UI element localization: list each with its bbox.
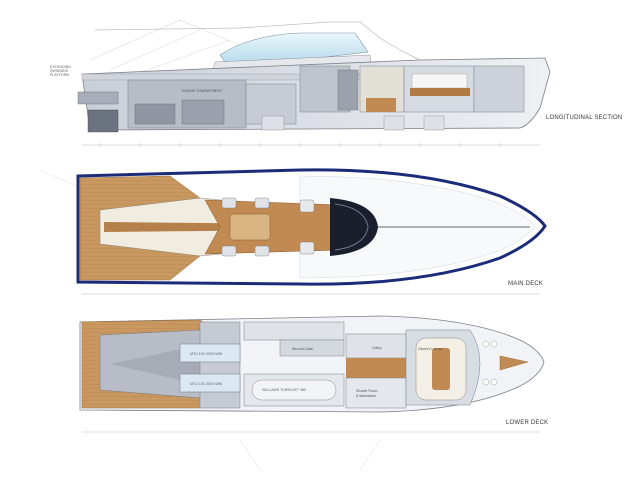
shower-sub-label: & Washbasin <box>356 394 376 398</box>
second-cabin <box>279 339 345 357</box>
helm-seat-1 <box>221 197 237 209</box>
section-stair <box>337 69 359 111</box>
helm-seat-2 <box>254 197 270 209</box>
fwd-seat-1 <box>482 340 490 348</box>
tank-2 <box>383 115 405 131</box>
owner-lounge-label: Owner's Lounge <box>418 347 443 351</box>
tender-boat <box>251 379 337 401</box>
windscreen-highlight <box>334 203 369 251</box>
lower-ghost-lines <box>239 439 381 471</box>
fwd-seat-3 <box>482 378 490 386</box>
second-cabin-label: Second Cabin <box>292 347 313 351</box>
engine-2 <box>179 373 241 393</box>
section-title: LONGITUDINAL SECTION <box>546 115 622 121</box>
section-scale-ticks <box>99 143 501 147</box>
engine-compartment-label: ENGINE COMPARTMENT <box>182 89 222 93</box>
engine-1-label: MTU 10V 2000 M96 <box>190 352 222 356</box>
bow-locker <box>499 355 529 371</box>
section-teak-floor <box>366 98 396 112</box>
galley <box>345 333 407 359</box>
superstructure-outline <box>94 21 421 61</box>
windscreen-dome <box>330 198 378 256</box>
engine-block-2 <box>181 99 225 125</box>
main-deck-plan: MAIN DECK <box>39 168 547 295</box>
tank-1 <box>261 115 285 131</box>
lower-engine-room <box>199 321 241 409</box>
windscreen <box>219 32 369 63</box>
platform-label-2: SWIMSIDE <box>50 69 69 73</box>
section-bed <box>411 73 468 89</box>
section-bed-frame <box>410 88 470 96</box>
engine-2-label: MTU 10V 2000 M96 <box>190 382 222 386</box>
helm-seat-3 <box>221 245 237 257</box>
console-2 <box>299 241 315 255</box>
stern-drive <box>87 109 119 133</box>
fwd-seat-4 <box>490 378 498 386</box>
teak-corridor <box>346 358 406 378</box>
platform-label-3: PLATFORM <box>50 73 69 77</box>
engine-block-1 <box>134 103 176 125</box>
fwd-seat-2 <box>490 340 498 348</box>
console-1 <box>299 199 315 213</box>
shower-label: Shower Room <box>356 389 378 393</box>
main-deck-title: MAIN DECK <box>508 281 543 287</box>
swim-platform <box>77 91 119 105</box>
cockpit-table <box>229 213 271 241</box>
helm-seat-4 <box>254 245 270 257</box>
tender-label: WILLIAMS TURBOJET 385 <box>262 388 306 392</box>
engine-1 <box>179 343 241 363</box>
tank-3 <box>423 115 445 131</box>
section-forepeak <box>473 65 525 113</box>
lower-deck-plan: MTU 10V 2000 M96 MTU 10V 2000 M96 WILLIA… <box>79 315 548 471</box>
lower-deck-title: LOWER DECK <box>506 420 548 426</box>
shower-room <box>345 377 407 409</box>
lower-cabin-block <box>243 321 345 341</box>
galley-label: Galley <box>372 346 382 350</box>
platform-label-1: EXTENDING <box>50 65 71 69</box>
lounge-table <box>432 348 450 390</box>
longitudinal-section: ENGINE COMPARTMENT EXTENDING SWIMSIDE PL… <box>50 19 622 147</box>
